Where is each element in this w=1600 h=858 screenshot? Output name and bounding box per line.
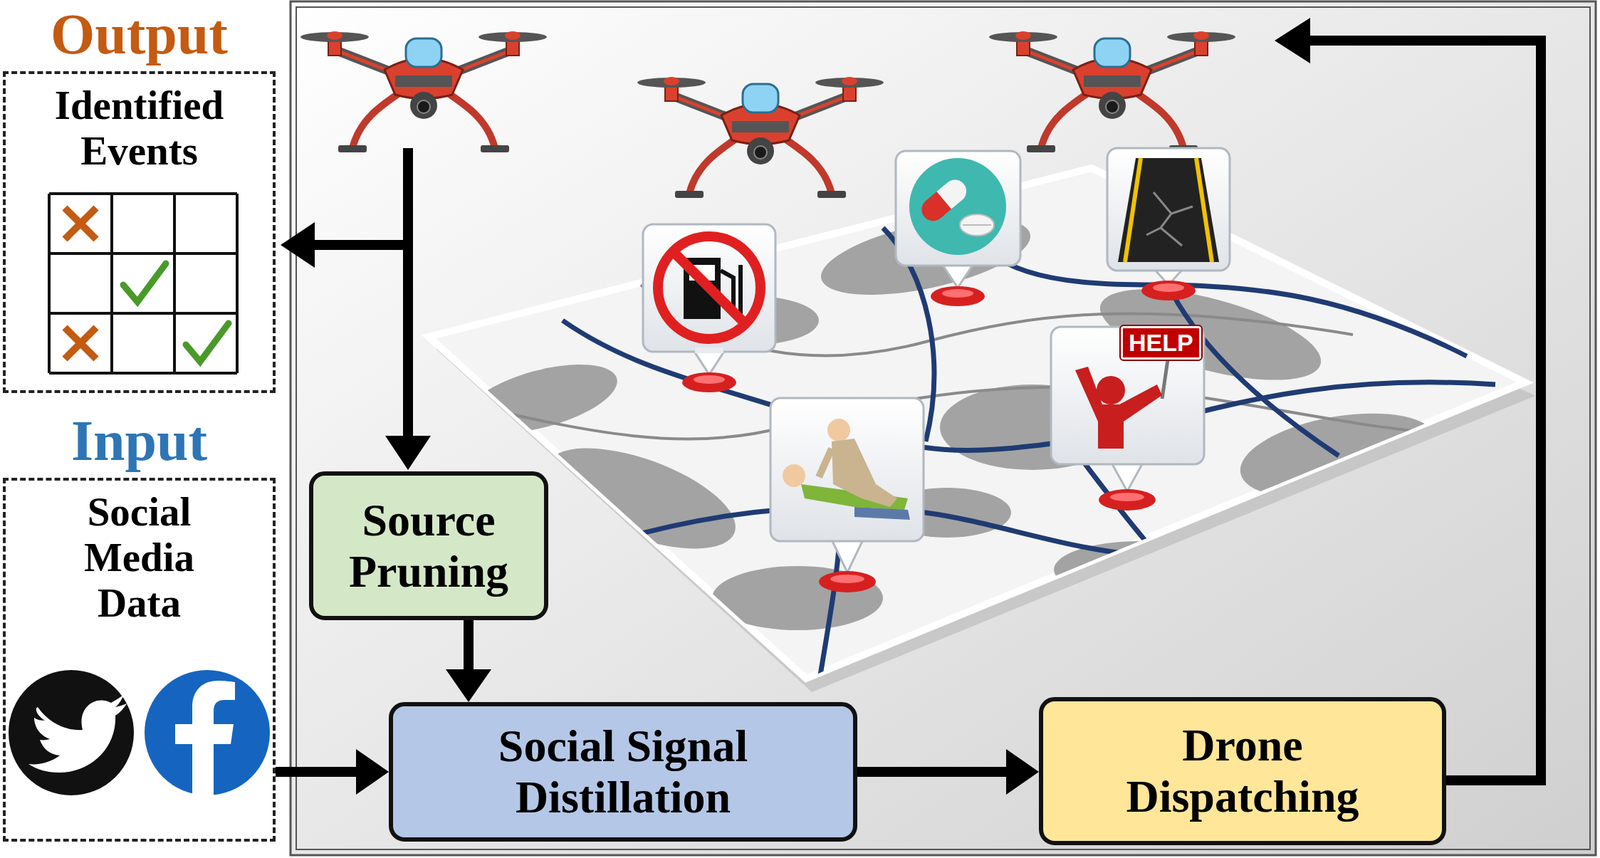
box-label: Source Pruning	[321, 494, 536, 597]
box-label: Drone Dispatching	[1089, 719, 1396, 822]
section-heading: Input	[2, 409, 276, 473]
arrow-line	[857, 766, 1014, 777]
drone	[989, 31, 1236, 153]
no-fuel-pin	[642, 224, 776, 393]
process-box: Source Pruning	[309, 471, 549, 621]
damaged-road-pin	[1107, 148, 1230, 301]
arrow-head	[356, 749, 389, 795]
injured-person-pin	[770, 398, 924, 593]
process-box: Drone Dispatching	[1038, 697, 1447, 846]
help-pin	[1051, 326, 1205, 511]
frame	[290, 1, 1596, 856]
flow-arrow	[445, 620, 492, 703]
social-icons	[5, 480, 273, 839]
arrow-head	[445, 669, 492, 703]
arrow-head	[1006, 749, 1039, 795]
drone	[300, 31, 547, 153]
section-heading: Output	[2, 2, 276, 66]
arrow-line	[463, 620, 474, 677]
flow-arrow	[275, 749, 389, 795]
drone-feedback-arrows	[280, 17, 1541, 781]
arrow-line	[275, 766, 364, 777]
process-box: Social Signal Distillation	[388, 702, 858, 842]
drone	[637, 76, 884, 198]
dashed-panel: InputSocial Media Data	[2, 477, 276, 842]
flow-arrow	[857, 749, 1039, 795]
sign-text: HELP	[1120, 326, 1202, 360]
box-label: Social Media Data	[43, 489, 236, 626]
medicine-pin	[895, 150, 1021, 307]
box-label: Social Signal Distillation	[423, 720, 823, 823]
box-label: Identified Events	[18, 82, 261, 174]
dashed-panel: OutputIdentified Events	[2, 71, 276, 394]
